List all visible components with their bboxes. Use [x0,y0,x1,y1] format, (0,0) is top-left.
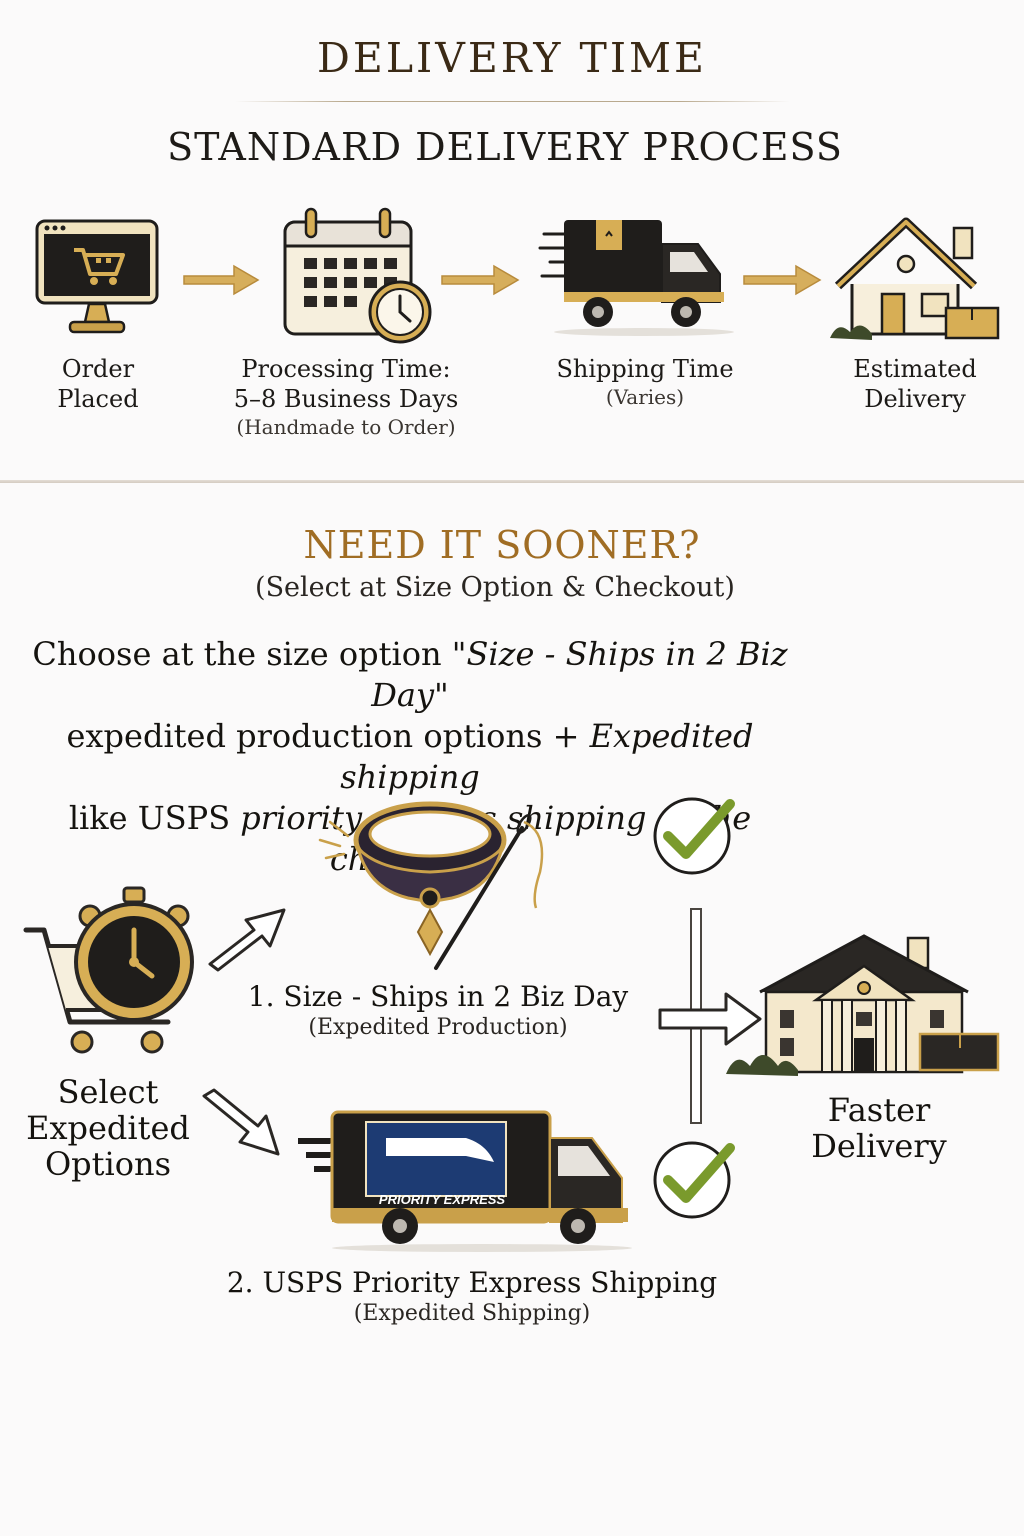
section-title-expedited: NEED IT SOONER? [303,523,701,567]
option-1-label: 1. Size - Ships in 2 Biz Day [247,980,629,1013]
step-label-line2: Delivery [864,385,966,413]
expedited-instructions: Choose at the size option "Size - Ships … [0,634,820,880]
arrow-right-icon [658,992,762,1046]
calendar-clock-icon [283,207,432,344]
title-divider [235,101,790,102]
start-label-line3: Options [44,1145,172,1183]
section-divider [0,480,1024,483]
option-1: 1. Size - Ships in 2 Biz Day (Expedited … [236,980,640,1042]
section-title-standard: STANDARD DELIVERY PROCESS [167,125,843,169]
start-label-line2: Expedited [26,1109,190,1147]
result-label-line2: Delivery [811,1127,947,1165]
truck-text: PRIORITY EXPRESS [379,1192,506,1207]
mansion-icon [726,934,1000,1076]
option-2-label: 2. USPS Priority Express Shipping [226,1266,718,1299]
step-sub-label: (Handmade to Order) [236,415,456,439]
step-label-line1: Order [61,355,135,383]
arrow-up-right-icon [208,908,286,972]
step-sub-label: (Varies) [605,385,685,409]
option-2-sublabel: (Expedited Shipping) [353,1301,591,1326]
step-processing-time: Processing Time: 5–8 Business Days (Hand… [206,354,486,440]
step-order-placed: Order Placed [16,354,180,414]
arrow-down-right-icon [202,1088,280,1156]
collar-needle-icon [318,801,544,970]
step-label-line1: Estimated [853,355,977,383]
cart-stopwatch-icon [23,886,194,1054]
checkmark-icon [653,1141,735,1219]
option-1-sublabel: (Expedited Production) [308,1015,568,1040]
delivery-truck-icon [538,220,734,336]
step-label-line2: Placed [57,385,139,413]
step-shipping-time: Shipping Time (Varies) [530,354,760,410]
step-label-line1: Shipping Time [556,355,734,383]
arrow-right-icon [183,264,260,296]
result-label-line1: Faster [827,1091,931,1129]
option-2: 2. USPS Priority Express Shipping (Exped… [212,1266,732,1328]
start-label: Select Expedited Options [12,1074,204,1182]
start-label-line1: Select [57,1073,159,1111]
step-label-line1: Processing Time: [241,355,451,383]
result-label: Faster Delivery [788,1092,970,1164]
house-icon [830,217,1000,340]
arrow-right-icon [441,264,520,296]
instructions-line-1: Choose at the size option "Size - Ships … [32,635,788,714]
shopping-cart-monitor-icon [35,219,159,334]
instructions-line-2: expedited production options + Expedited… [66,717,754,796]
page-title: DELIVERY TIME [317,34,707,82]
priority-truck-icon: PRIORITY EXPRESS [298,1110,632,1252]
arrow-right-icon [743,264,822,296]
step-label-line2: 5–8 Business Days [233,385,459,413]
step-estimated-delivery: Estimated Delivery [820,354,1010,414]
checkmark-icon [653,797,735,875]
section-subtitle-expedited: (Select at Size Option & Checkout) [255,572,735,603]
